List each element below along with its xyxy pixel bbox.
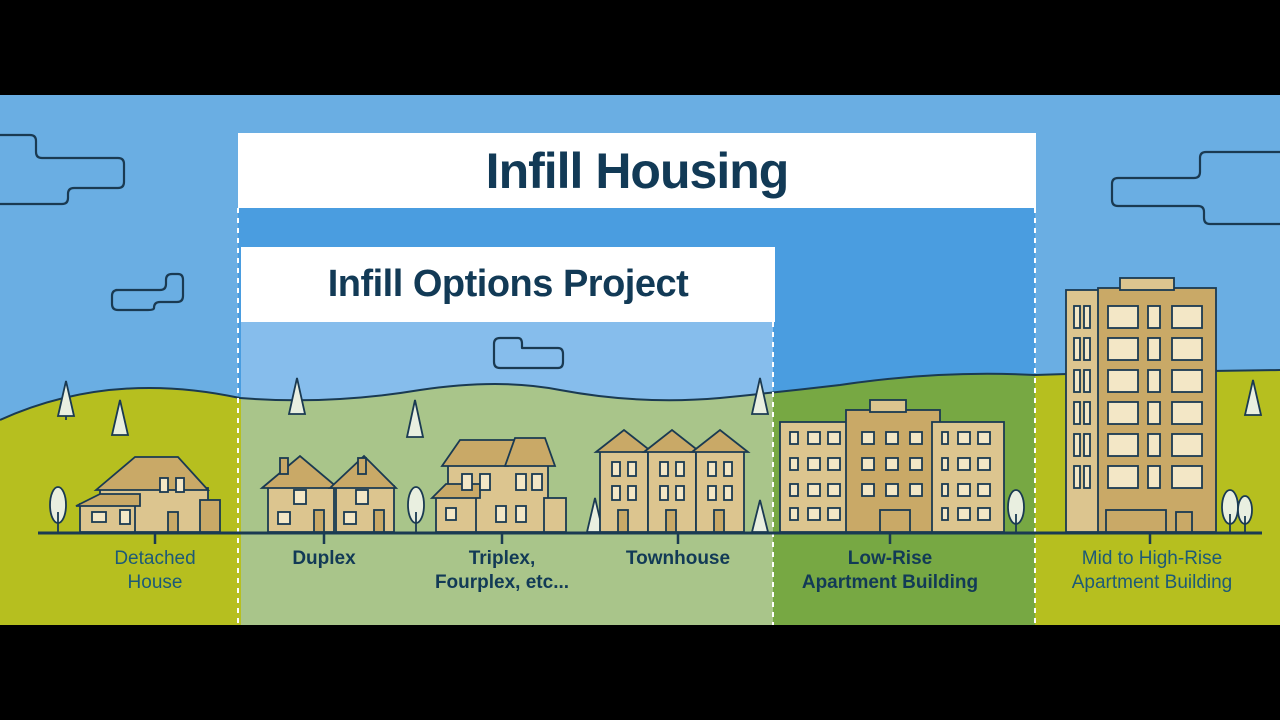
tree-icons bbox=[49, 377, 1263, 533]
label-triplex: Triplex, Fourplex, etc... bbox=[412, 547, 592, 595]
label-line: Mid to High-Rise bbox=[1081, 548, 1223, 569]
category-ticks bbox=[153, 533, 1152, 544]
label-lowrise: Low-Rise Apartment Building bbox=[785, 547, 995, 595]
label-line: Apartment Building bbox=[801, 572, 979, 593]
label-duplex: Duplex bbox=[254, 547, 394, 571]
label-line: Duplex bbox=[292, 548, 356, 569]
label-townhouse: Townhouse bbox=[603, 547, 753, 571]
duplex-icon bbox=[259, 454, 399, 533]
highrise-apartment-icon bbox=[1065, 277, 1217, 533]
cloud-icons bbox=[0, 133, 1280, 370]
label-highrise: Mid to High-Rise Apartment Building bbox=[1045, 547, 1259, 595]
label-line: Detached bbox=[114, 548, 196, 569]
detached-house-icon bbox=[75, 456, 221, 533]
main-title-banner: Infill Housing bbox=[238, 133, 1036, 208]
sub-title-banner: Infill Options Project bbox=[241, 247, 775, 322]
label-detached-house: Detached House bbox=[75, 547, 235, 595]
sub-title: Infill Options Project bbox=[327, 263, 689, 305]
section-dividers bbox=[237, 208, 1036, 625]
lowrise-apartment-icon bbox=[779, 399, 1005, 533]
label-line: House bbox=[127, 572, 183, 593]
label-line: Fourplex, etc... bbox=[434, 572, 570, 593]
label-line: Apartment Building bbox=[1071, 572, 1233, 593]
triplex-icon bbox=[429, 437, 567, 533]
main-title: Infill Housing bbox=[485, 142, 790, 199]
label-line: Low-Rise bbox=[847, 548, 933, 569]
townhouse-icon bbox=[593, 428, 751, 533]
label-line: Triplex, bbox=[468, 548, 536, 569]
label-line: Townhouse bbox=[625, 548, 731, 569]
